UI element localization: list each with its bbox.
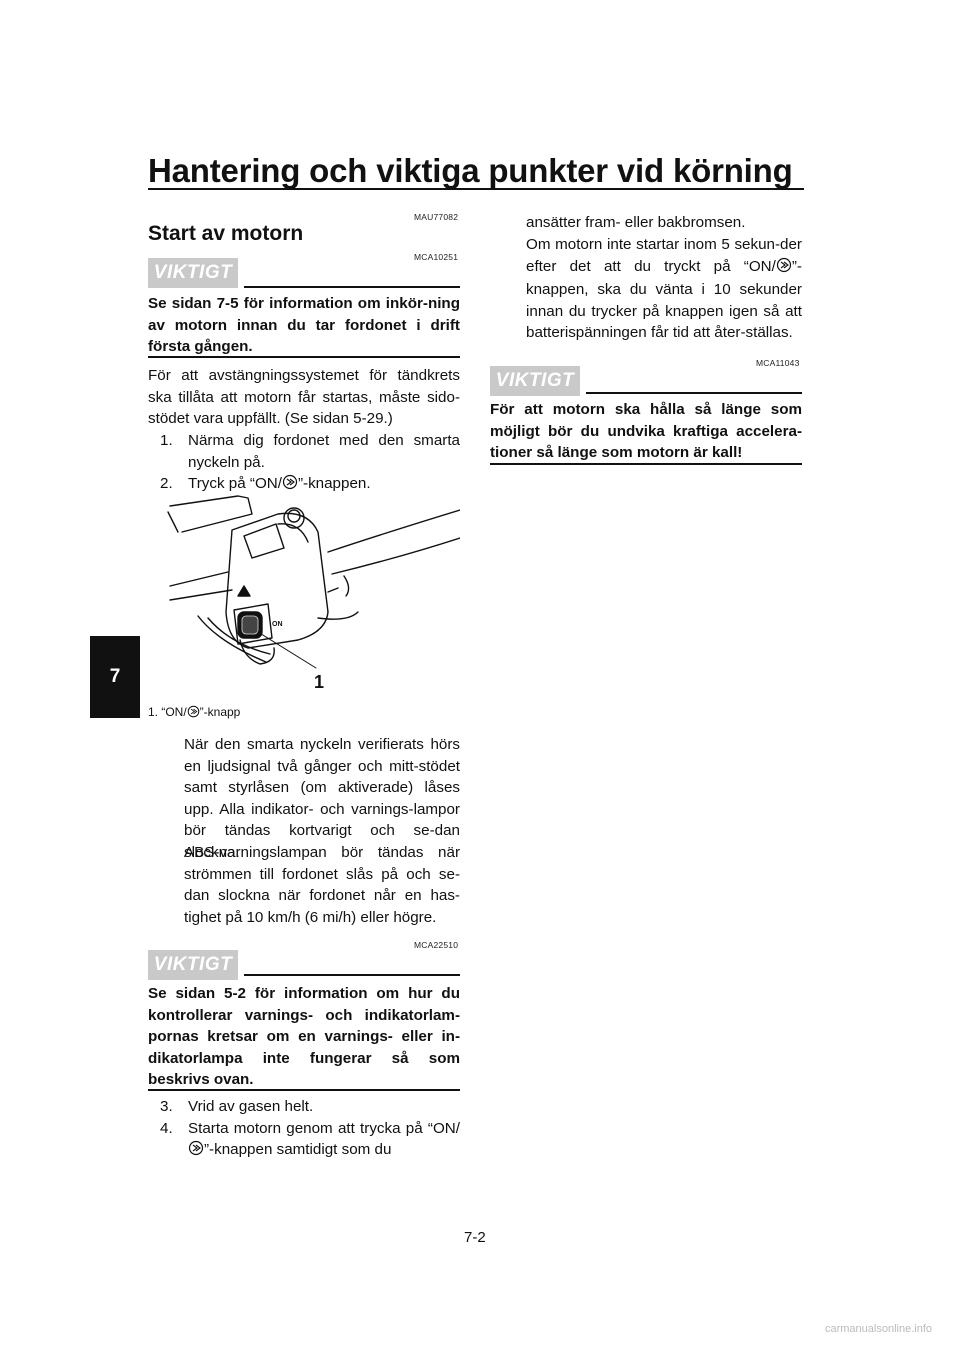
list-item: 2. Tryck på “ON/ ”-knappen. [148, 473, 460, 497]
caption-post: ”-knapp [199, 705, 241, 719]
paragraph-abs-lamp: ABS-varningslampan bör tändas när strömm… [184, 844, 460, 926]
step-number: 2. [160, 475, 173, 492]
notice-text: Se sidan 5-2 för information om hur du k… [148, 985, 460, 1088]
notice-text: Se sidan 7-5 för information om inkör-ni… [148, 295, 460, 355]
start-key-icon [282, 474, 298, 497]
watermark: carmanualsonline.info [824, 1323, 932, 1335]
step-text-pre: Tryck på “ON/ [188, 475, 282, 492]
figure-caption: 1. “ON/ ”-knapp [148, 705, 240, 721]
step-text-pre: Starta motorn genom att trycka på “ON/ [188, 1119, 460, 1137]
handlebar-switch-illustration: ON 1 [148, 492, 461, 692]
notice-badge: VIKTIGT [490, 366, 580, 396]
start-key-icon [188, 1140, 204, 1163]
step-text: Vrid av gasen helt. [188, 1098, 314, 1115]
notice-top-rule [586, 392, 802, 394]
steps-list-continued: 3. Vrid av gasen helt. 4. Starta motorn … [148, 1096, 460, 1163]
steps-list: 1. Närma dig fordonet med den smarta nyc… [148, 430, 460, 497]
step-number: 1. [160, 432, 173, 449]
notice-code: MCA22510 [414, 940, 459, 950]
start-key-icon [776, 257, 792, 280]
intro-paragraph: För att avstängningssystemet för tändkre… [148, 367, 460, 427]
notice-code: MCA10251 [414, 252, 459, 262]
step4-continuation: ansätter fram- eller bakbromsen. [526, 214, 746, 231]
list-item: 1. Närma dig fordonet med den smarta nyc… [148, 430, 460, 473]
notice-bottom-rule [148, 1089, 460, 1091]
button-on-label: ON [272, 621, 283, 628]
paragraph-retry-pre: Om motorn inte startar inom 5 sekun-der … [526, 236, 802, 275]
list-item: 4. Starta motorn genom att trycka på “ON… [148, 1118, 460, 1163]
notice-badge: VIKTIGT [148, 950, 238, 980]
paragraph-retry: Om motorn inte startar inom 5 sekun-der … [526, 234, 802, 344]
notice-top-rule [244, 286, 460, 288]
notice-code: MCA11043 [756, 358, 800, 368]
figure-callout: 1 [314, 672, 324, 692]
step-text-post: ”-knappen. [297, 475, 371, 492]
page-title: Hantering och viktiga punkter vid körnin… [148, 152, 793, 189]
notice-bottom-rule [148, 356, 460, 358]
page-number: 7-2 [464, 1229, 486, 1246]
section-heading: Start av motorn [148, 222, 304, 245]
step-text-post: ”-knappen samtidigt som du [204, 1141, 392, 1158]
step-text: Närma dig fordonet med den smarta nyckel… [188, 432, 460, 471]
start-key-icon [187, 705, 200, 721]
step-number: 3. [160, 1098, 173, 1115]
paragraph-key-verified: När den smarta nyckeln verifierats hörs … [184, 736, 460, 861]
notice-top-rule [244, 974, 460, 976]
list-item: 3. Vrid av gasen helt. [148, 1096, 460, 1118]
section-code: MAU77082 [414, 212, 459, 222]
header-rule [148, 188, 804, 190]
notice-text: För att motorn ska hålla så länge som mö… [490, 401, 802, 461]
paragraph-retry-post: ”-knappen, ska du vänta i 10 sekunder in… [526, 257, 802, 342]
chapter-tab: 7 [90, 636, 140, 718]
notice-bottom-rule [490, 463, 802, 465]
caption-pre: 1. “ON/ [148, 705, 187, 719]
step-number: 4. [160, 1119, 173, 1137]
notice-badge: VIKTIGT [148, 258, 238, 288]
